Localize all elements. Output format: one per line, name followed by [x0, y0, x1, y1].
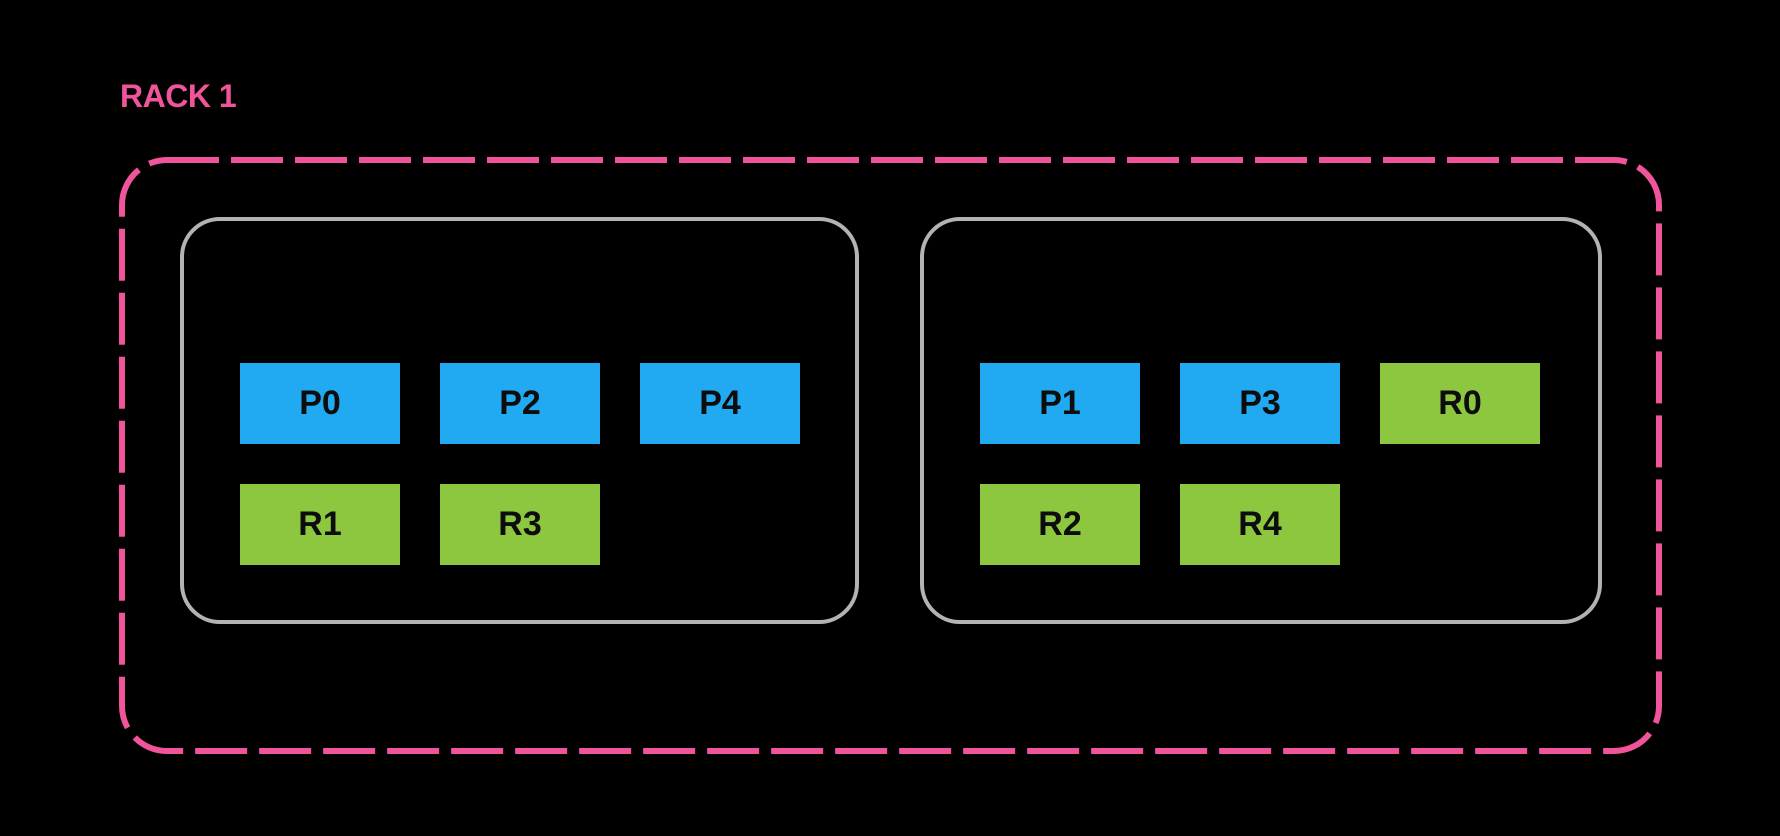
slot-r3: R3	[440, 484, 600, 565]
node-1-box	[180, 217, 859, 624]
slot-p1: P1	[980, 363, 1140, 444]
slot-r4: R4	[1180, 484, 1340, 565]
slot-p2: P2	[440, 363, 600, 444]
slot-r2: R2	[980, 484, 1140, 565]
slot-p0: P0	[240, 363, 400, 444]
slot-r0: R0	[1380, 363, 1540, 444]
slot-p3: P3	[1180, 363, 1340, 444]
rack-boundary-dashed-border	[119, 157, 1662, 754]
slot-r1: R1	[240, 484, 400, 565]
node-2-box	[920, 217, 1602, 624]
slot-p4: P4	[640, 363, 800, 444]
rack-title: RACK 1	[120, 78, 237, 114]
